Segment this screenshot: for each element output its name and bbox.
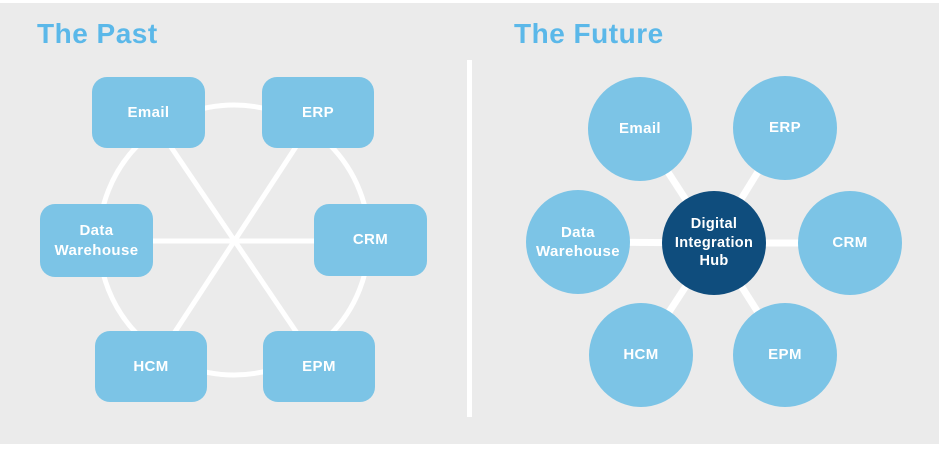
node-label: HCM: [623, 346, 659, 364]
past-node-erp: ERP: [262, 77, 374, 148]
panel-divider: [467, 60, 472, 417]
future-node-erp: ERP: [733, 76, 837, 180]
past-node-email: Email: [92, 77, 205, 148]
past-node-crm: CRM: [314, 204, 427, 276]
node-label: Data Warehouse: [54, 222, 139, 259]
future-node-epm: EPM: [733, 303, 837, 407]
node-label: CRM: [832, 234, 868, 252]
future-node-email: Email: [588, 77, 692, 181]
future-node-hcm: HCM: [589, 303, 693, 407]
past-node-hcm: HCM: [95, 331, 207, 402]
node-label: EPM: [768, 346, 802, 364]
past-node-data-warehouse: Data Warehouse: [40, 204, 153, 277]
node-label: EPM: [302, 357, 336, 375]
past-node-epm: EPM: [263, 331, 375, 402]
node-label: Data Warehouse: [536, 223, 620, 261]
node-label: CRM: [352, 231, 389, 249]
node-label: HCM: [133, 357, 169, 375]
future-node-crm: CRM: [798, 191, 902, 295]
node-label: ERP: [768, 119, 802, 137]
past-panel-title: The Past: [37, 18, 158, 49]
future-node-data-warehouse: Data Warehouse: [526, 190, 630, 294]
future-panel-title: The Future: [514, 18, 664, 49]
hub-label: Digital Integration Hub: [674, 215, 754, 270]
node-label: Email: [618, 120, 662, 138]
node-label: ERP: [301, 103, 335, 121]
node-label: Email: [127, 103, 170, 121]
future-hub-digital-integration-hub: Digital Integration Hub: [662, 191, 766, 295]
